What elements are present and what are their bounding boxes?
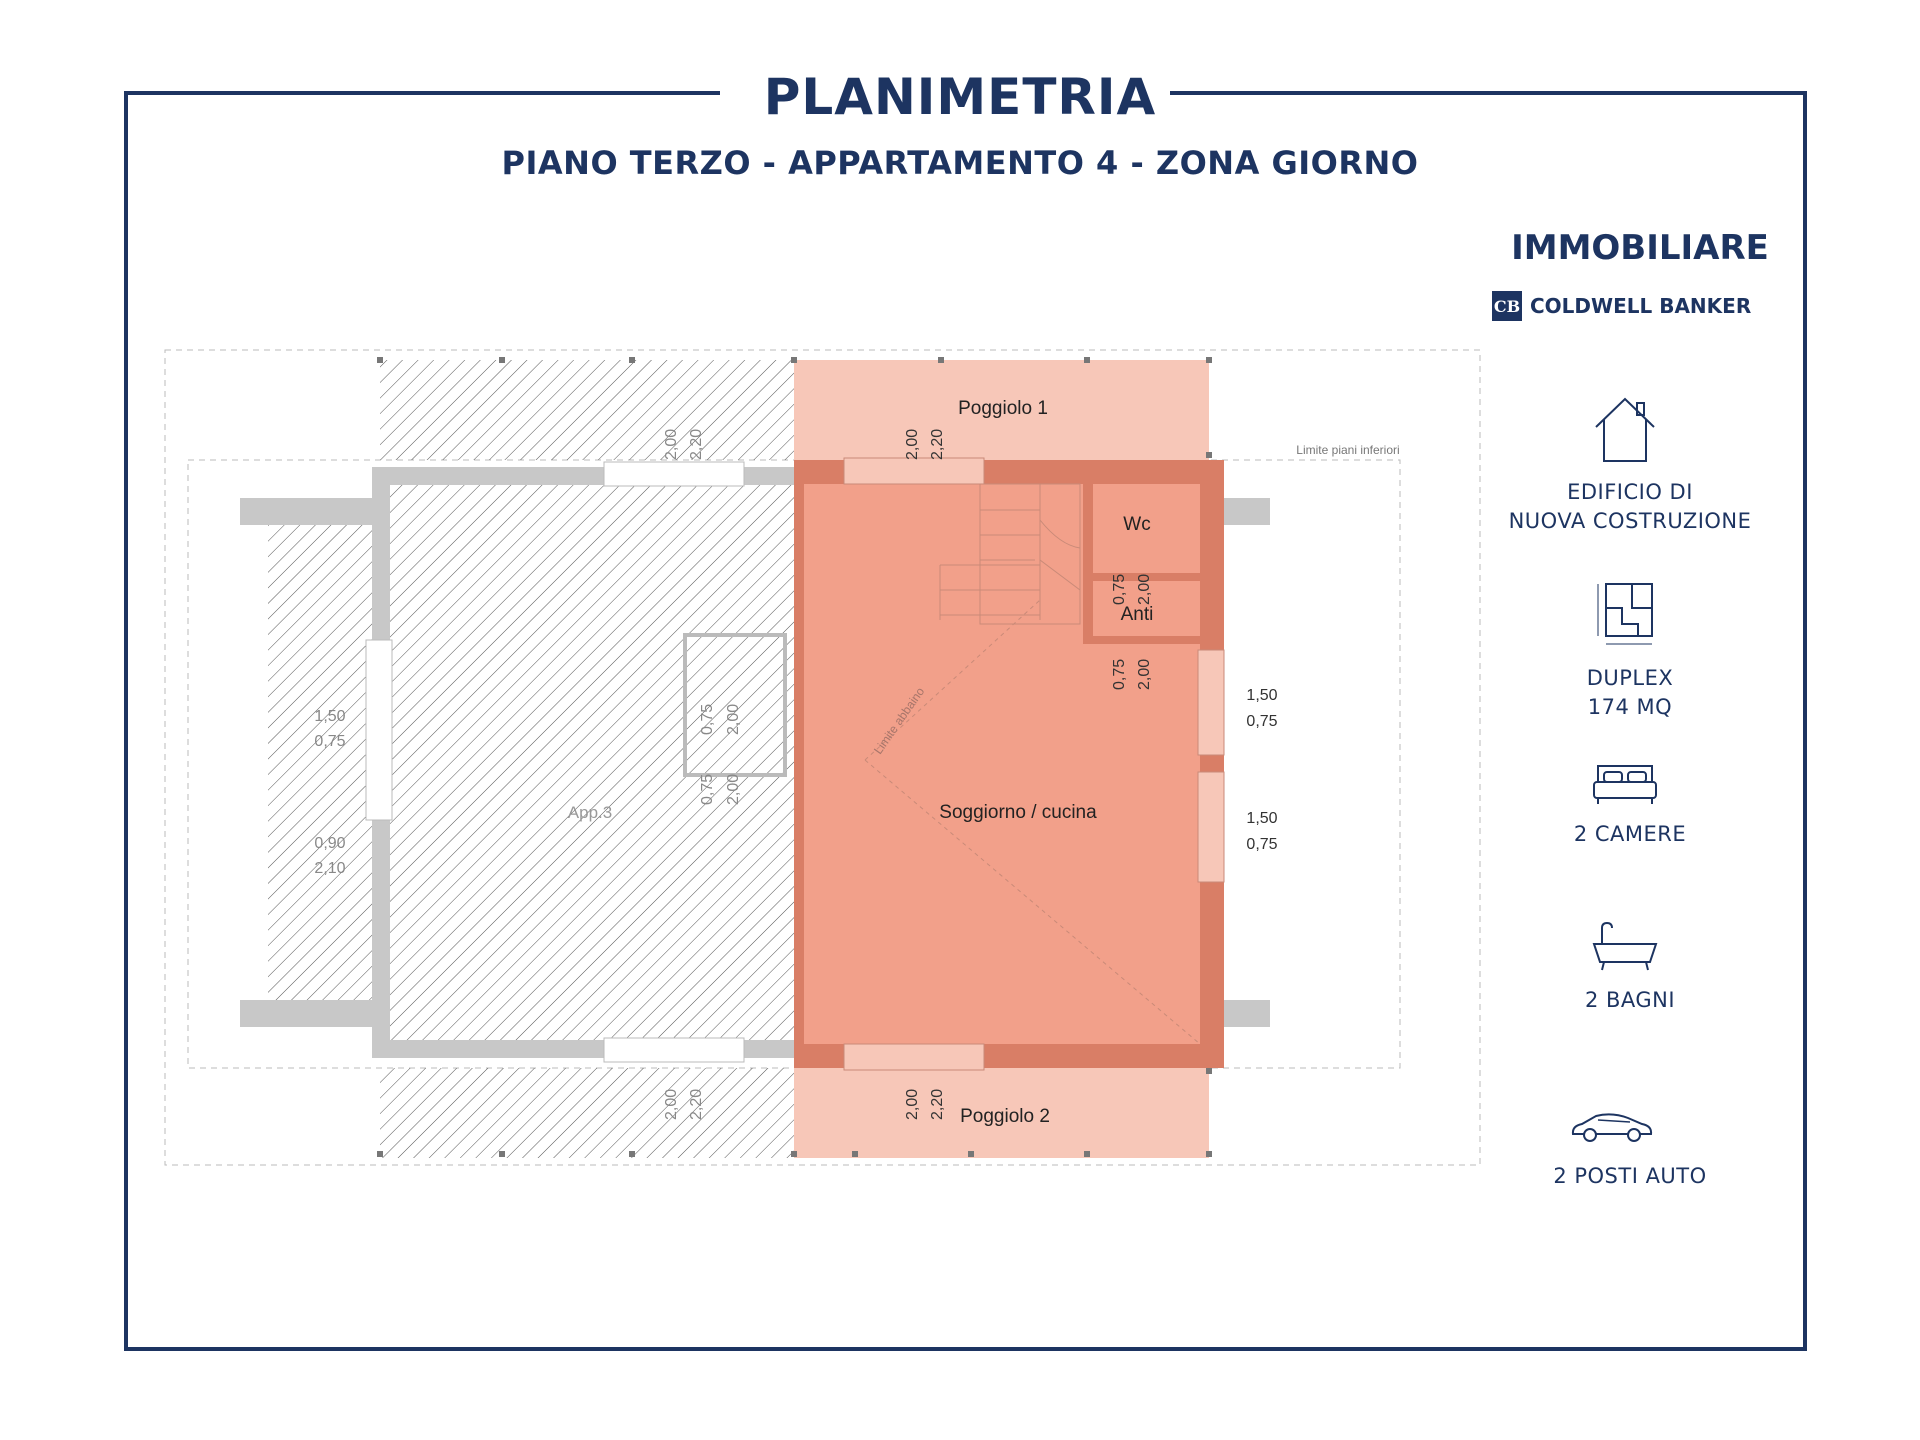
wc-wall-left — [1083, 484, 1093, 644]
dim-app3-inner-b: 2,00 — [725, 704, 742, 735]
cb-logo-icon: CB — [1492, 291, 1522, 321]
balcony-1 — [794, 360, 1209, 460]
outer-limit — [164, 349, 1481, 1166]
title-gap — [720, 80, 1170, 110]
wc-wall-mid — [1093, 573, 1200, 581]
label-poggiolo2: Poggiolo 2 — [960, 1106, 1050, 1127]
dim-win1-b: 0,75 — [1246, 713, 1277, 730]
dimension-labels: 2,00 2,20 2,00 2,20 0,75 2,00 0,75 2,00 — [904, 429, 1153, 1120]
wall-stub-br — [1220, 1000, 1270, 1027]
dim-app3-win-b: 0,75 — [314, 733, 345, 750]
anti-wall-bottom — [1093, 636, 1200, 644]
dim-app3-bottom-b: 2,20 — [688, 1089, 705, 1120]
dim-poggiolo1-b: 2,20 — [929, 429, 946, 460]
feature-baths-label: 2 BAGNI — [1470, 986, 1790, 1015]
wall-stub-tr — [1220, 498, 1270, 525]
company-logo: CB COLDWELL BANKER — [1492, 290, 1751, 322]
feature-parking-line1: 2 POSTI AUTO — [1553, 1164, 1707, 1188]
dim-app3-win-a: 1,50 — [314, 708, 345, 725]
apartment-wall-right — [1200, 460, 1224, 1068]
window-dimension-labels: 1,50 0,75 1,50 0,75 — [1246, 687, 1277, 853]
dim-app3-door-a: 0,90 — [314, 835, 345, 852]
feature-baths-line1: 2 BAGNI — [1584, 988, 1676, 1012]
feature-duplex-line1: DUPLEX — [1586, 666, 1674, 690]
wall-stub-bl — [240, 1000, 380, 1027]
page-title: PLANIMETRIA — [763, 68, 1157, 126]
car-icon — [1571, 1113, 1653, 1142]
feature-duplex-line2: 174 MQ — [1587, 695, 1673, 719]
feature-duplex-label: DUPLEX 174 MQ — [1470, 664, 1790, 722]
house-icon — [1595, 397, 1655, 462]
app3-window-dimension-labels: 1,50 0,75 0,90 2,10 — [314, 708, 345, 877]
dim-app3-door-b: 2,10 — [314, 860, 345, 877]
dim-win2-a: 1,50 — [1246, 810, 1277, 827]
abbaino-lines — [864, 599, 1201, 1045]
dim-anti-b: 2,00 — [1136, 659, 1153, 690]
feature-rooms-label: 2 CAMERE — [1470, 820, 1790, 849]
dim-wc-b: 2,00 — [1136, 574, 1153, 605]
dim-app3-inner-c: 0,75 — [699, 774, 716, 805]
dim-wc-a: 0,75 — [1111, 574, 1128, 605]
wall-stub-tl — [240, 498, 380, 525]
hatched-area-left — [268, 525, 372, 1000]
bed-icon — [1593, 765, 1657, 804]
label-anti: Anti — [1121, 604, 1154, 625]
hatched-area-bottom — [380, 1068, 794, 1158]
dim-poggiolo2-a: 2,00 — [904, 1089, 921, 1120]
dim-win2-b: 0,75 — [1246, 836, 1277, 853]
staircase — [939, 483, 1081, 625]
label-wc: Wc — [1123, 514, 1150, 535]
apartment-area — [794, 460, 1224, 1068]
column-markers — [377, 357, 1212, 1157]
feature-building-line1: EDIFICIO DI — [1567, 480, 1693, 504]
floorplan-icon — [1597, 583, 1653, 645]
hatched-area-top — [380, 360, 794, 460]
company-name: COLDWELL BANKER — [1530, 294, 1752, 318]
label-soggiorno: Soggiorno / cucina — [939, 802, 1097, 823]
app3-inner-room — [683, 633, 787, 777]
dim-poggiolo1-a: 2,00 — [904, 429, 921, 460]
label-poggiolo1: Poggiolo 1 — [958, 398, 1048, 419]
window-right-1 — [1197, 649, 1225, 756]
dim-app3-bottom-a: 2,00 — [663, 1089, 680, 1120]
feature-building-line2: NUOVA COSTRUZIONE — [1508, 509, 1752, 533]
dim-app3-top-a: 2,00 — [663, 429, 680, 460]
balcony-2 — [794, 1068, 1209, 1158]
app3-window-left — [365, 639, 393, 821]
feature-rooms-line1: 2 CAMERE — [1573, 822, 1687, 846]
window-right-2 — [1197, 771, 1225, 883]
apartment-wall-left — [794, 460, 804, 1068]
feature-building-label: EDIFICIO DI NUOVA COSTRUZIONE — [1470, 478, 1790, 536]
window-bottom — [843, 1043, 985, 1071]
label-limite-piani: Limite piani inferiori — [1296, 443, 1399, 457]
page-subtitle: PIANO TERZO - APPARTAMENTO 4 - ZONA GIOR… — [501, 144, 1419, 182]
app3-window-top — [603, 461, 745, 487]
app3-window-bottom — [603, 1037, 745, 1063]
bathtub-icon — [1592, 921, 1658, 971]
app3-dimension-labels: 2,00 2,20 2,00 2,20 0,75 2,00 0,75 2,00 — [663, 429, 742, 1120]
feature-parking-label: 2 POSTI AUTO — [1470, 1162, 1790, 1191]
dim-poggiolo2-b: 2,20 — [929, 1089, 946, 1120]
brand-name: IMMOBILIARE — [1511, 228, 1769, 268]
label-app3: App.3 — [568, 803, 612, 822]
dim-app3-inner-d: 2,00 — [725, 774, 742, 805]
dim-anti-a: 0,75 — [1111, 659, 1128, 690]
app3-area — [390, 485, 794, 1040]
dim-app3-inner-a: 0,75 — [699, 704, 716, 735]
dim-app3-top-b: 2,20 — [688, 429, 705, 460]
window-top — [843, 457, 985, 485]
dim-win1-a: 1,50 — [1246, 687, 1277, 704]
